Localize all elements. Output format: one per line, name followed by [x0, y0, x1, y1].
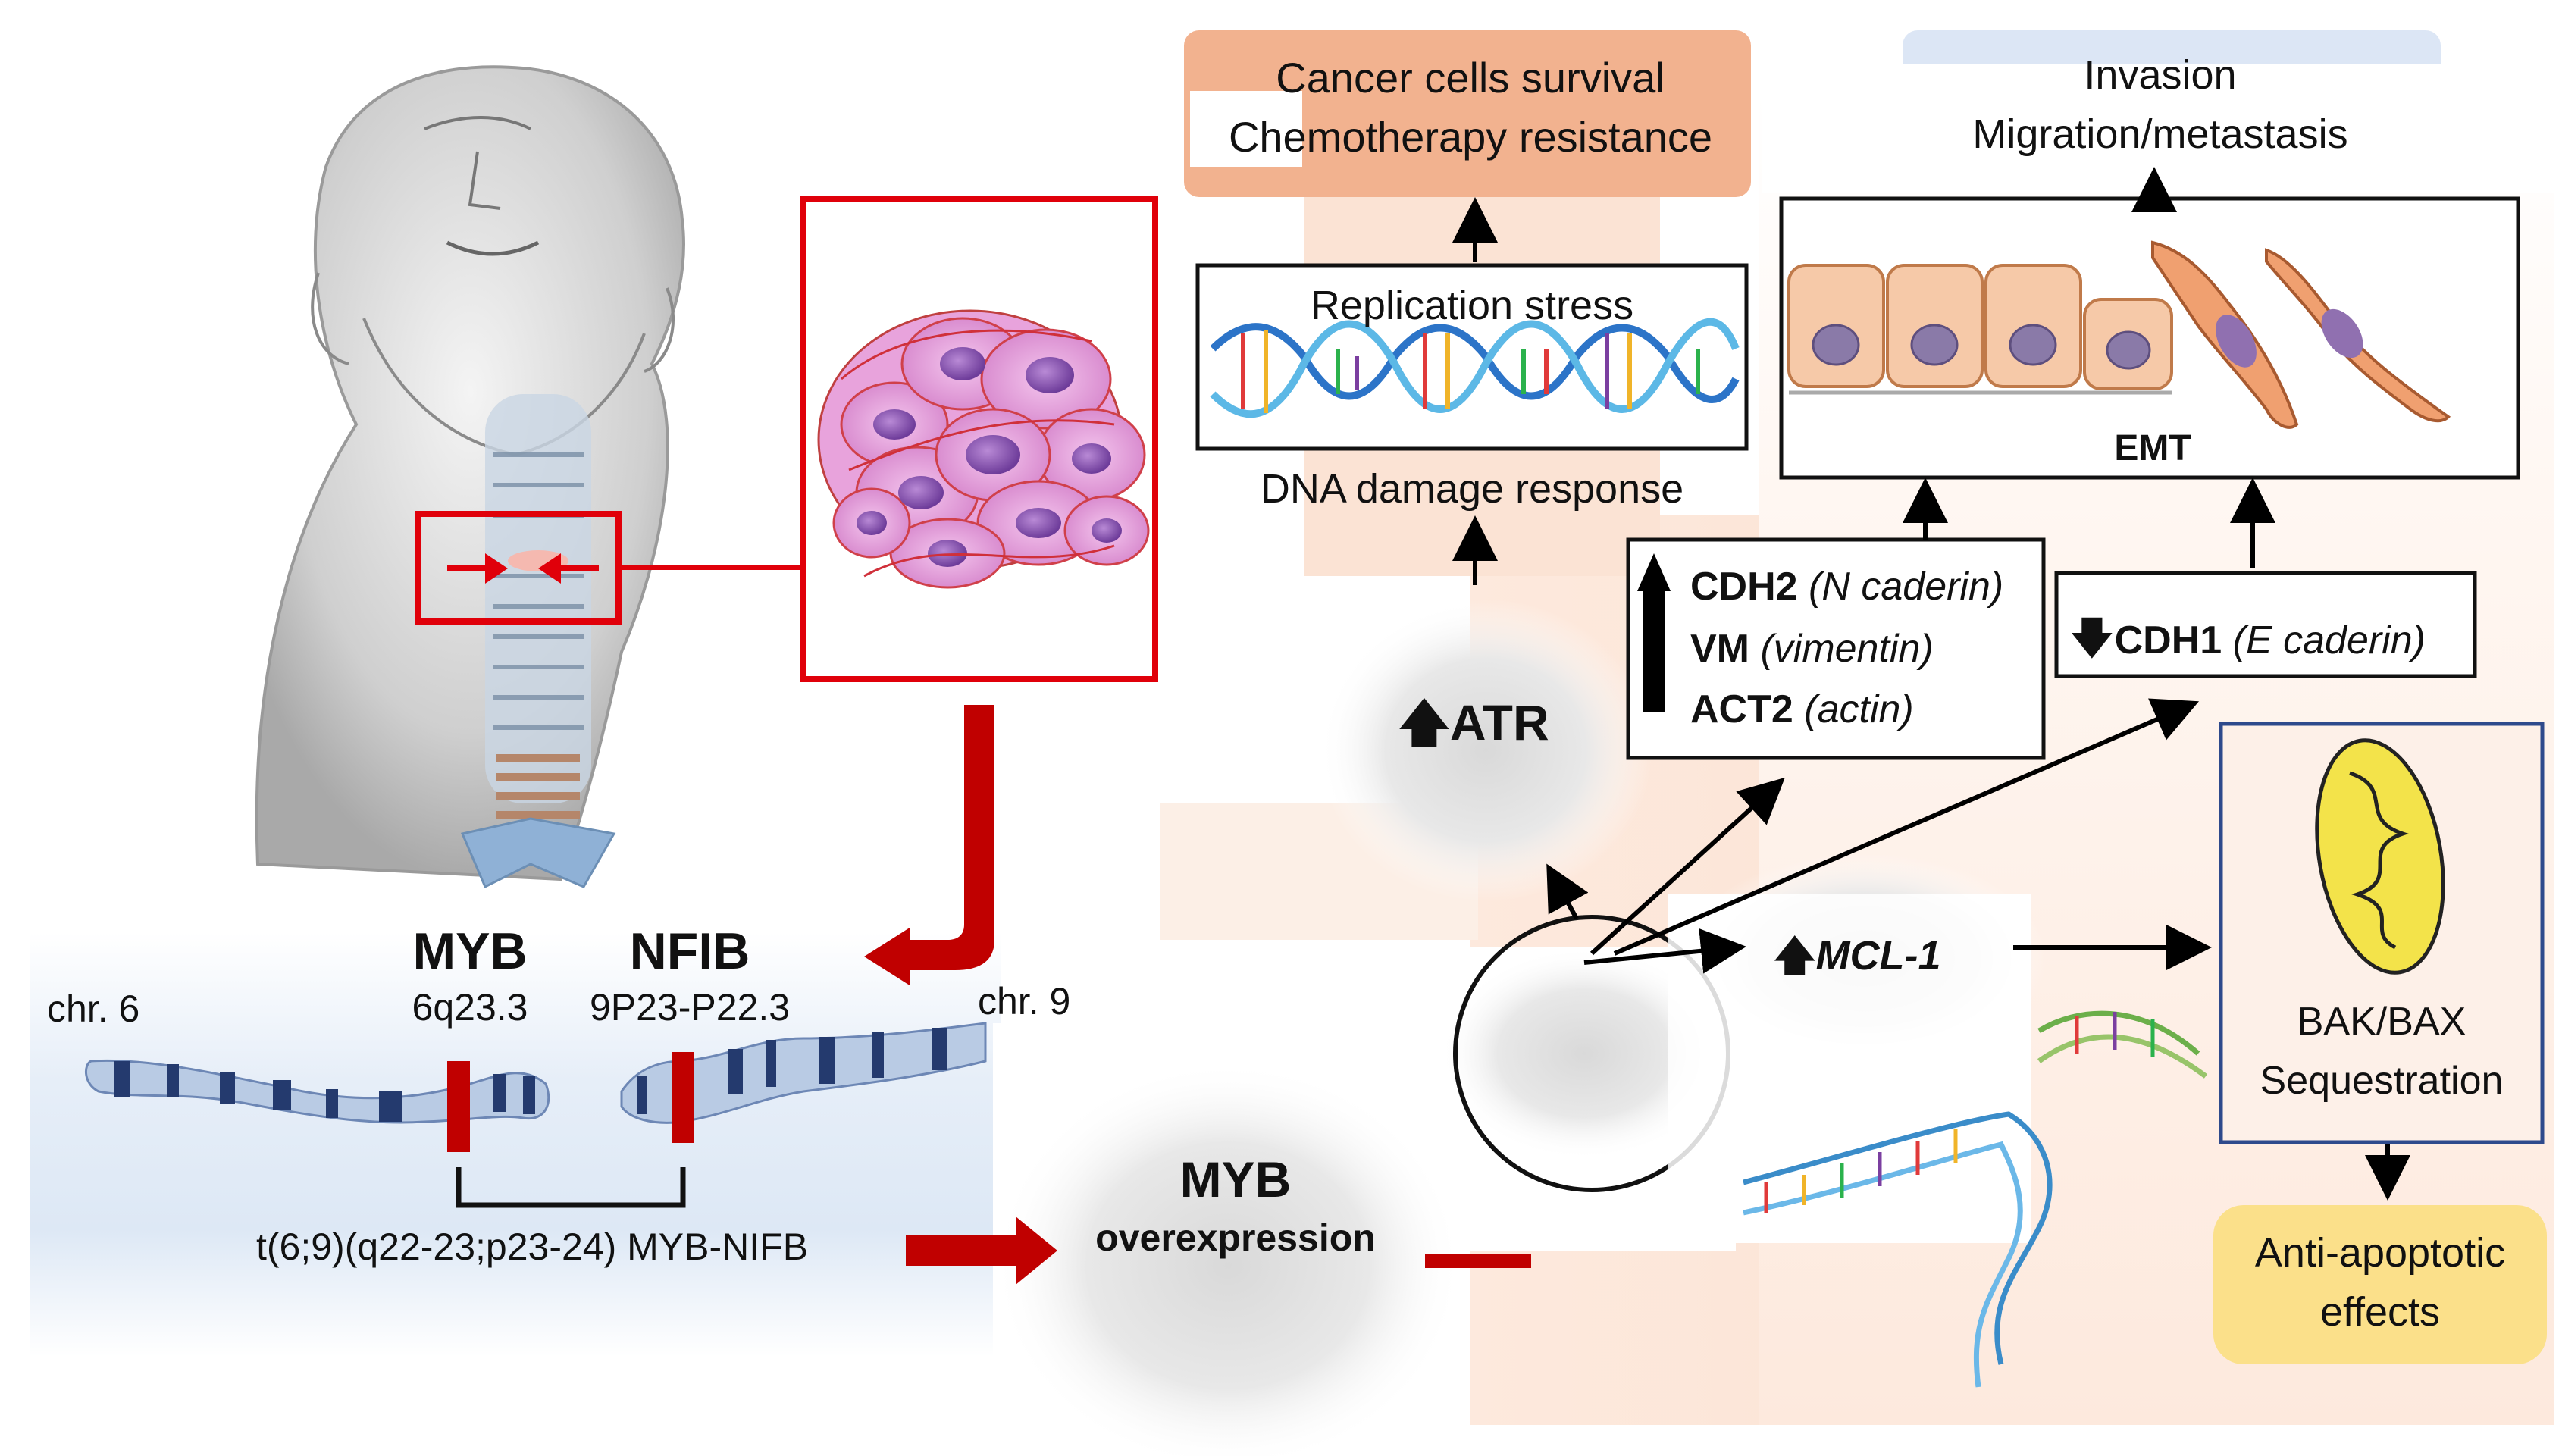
downregulated-box — [2054, 571, 2477, 678]
up-arrow-icon: 🡅 — [1398, 694, 1450, 750]
survival-title-line2: Chemotherapy resistance — [1228, 113, 1713, 161]
translocation-label: t(6;9)(q22-23;p23-24) MYB-NIFB — [256, 1226, 809, 1268]
replication-stress-label: Replication stress — [1310, 283, 1634, 328]
survival-title-line1: Cancer cells survival — [1276, 54, 1665, 102]
translocation-bracket — [456, 1167, 686, 1208]
nfib-locus-label: 9P23-P22.3 — [589, 986, 791, 1029]
gene-cdh1: 🡇CDH1 (E caderin) — [2069, 606, 2426, 681]
gene-act2-symbol: ACT2 — [1690, 687, 1793, 731]
gene-cdh1-desc: (E caderin) — [2232, 618, 2426, 662]
chromosome-6 — [84, 1059, 550, 1124]
down-arrow-icon: 🡇 — [2069, 614, 2115, 663]
chromosome-panel-bg — [30, 932, 1001, 1357]
gene-act2-desc: (actin) — [1804, 687, 1914, 731]
invasion-title-line2: Migration/metastasis — [1972, 111, 2348, 157]
dna-damage-label: DNA damage response — [1260, 466, 1684, 512]
chromosome-9 — [620, 1022, 987, 1124]
survival-white-patch — [1190, 91, 1302, 167]
red-arrow-to-myb — [906, 1216, 1057, 1285]
dna-strand-illustration — [1743, 1010, 2208, 1388]
gene-cdh1-symbol: CDH1 — [2114, 618, 2222, 662]
dna-strand-pairs — [1764, 1012, 2155, 1213]
myb-glow — [993, 1061, 1463, 1456]
mitochondria-icon — [2315, 738, 2445, 975]
replication-box — [1195, 263, 1749, 451]
dna-helix — [1210, 318, 1740, 418]
chr9-label: chr. 9 — [978, 980, 1071, 1022]
center-glow — [1440, 947, 1728, 1160]
myb-over-line1: MYB — [1179, 1151, 1292, 1207]
survival-box-bg — [1184, 30, 1751, 197]
nfib-gene-label: NFIB — [629, 922, 750, 980]
epithelial-cells — [1787, 264, 2173, 395]
up-arrow-icon: 🡅 — [1774, 933, 1816, 978]
atr-glow — [1319, 599, 1652, 902]
antiapoptotic-line2: effects — [2319, 1289, 2441, 1335]
antiapoptotic-box — [2213, 1205, 2547, 1364]
pathway-arrows — [1452, 167, 2410, 1201]
emt-label: EMT — [2114, 428, 2191, 468]
gene-vm-desc: (vimentin) — [1760, 627, 1934, 671]
antiapoptotic-line1: Anti-apoptotic — [2254, 1230, 2506, 1276]
gene-cdh2: CDH2 (N caderin) — [1690, 564, 2003, 609]
atr-label: 🡅ATR — [1398, 686, 1549, 772]
atr-text: ATR — [1449, 694, 1549, 750]
bakbax-line1: BAK/BAX — [2297, 1000, 2466, 1044]
mcl1-label: 🡅MCL-1 — [1774, 926, 1941, 996]
neck-pointer-arrows — [447, 553, 599, 584]
gene-cdh2-desc: (N caderin) — [1809, 565, 2004, 609]
red-l-arrow — [864, 705, 994, 985]
dna-base-pairs — [1241, 330, 1700, 413]
nfib-breakpoint — [672, 1052, 694, 1143]
myb-breakpoint — [447, 1061, 470, 1152]
mcl1-text: MCL-1 — [1815, 933, 1941, 978]
tumor-cell-cluster — [817, 309, 1150, 589]
upregulated-box — [1626, 537, 2046, 760]
myb-gene-label: MYB — [412, 922, 528, 980]
gene-act2: ACT2 (actin) — [1690, 687, 1914, 732]
myb-locus-label: 6q23.3 — [412, 986, 528, 1029]
red-dash — [1425, 1254, 1531, 1268]
mesenchymal-nuclei — [2216, 308, 2363, 368]
chr6-label: chr. 6 — [47, 988, 140, 1030]
gene-cdh2-symbol: CDH2 — [1690, 565, 1798, 609]
myb-over-line2: overexpression — [1095, 1216, 1376, 1259]
gene-vm-symbol: VM — [1690, 627, 1749, 671]
bakbax-line2: Sequestration — [2260, 1059, 2504, 1103]
gene-vm: VM (vimentin) — [1690, 626, 1934, 672]
head-illustration — [255, 65, 685, 889]
big-up-arrow — [1637, 553, 1671, 712]
invasion-title-line1: Invasion — [2084, 52, 2237, 98]
